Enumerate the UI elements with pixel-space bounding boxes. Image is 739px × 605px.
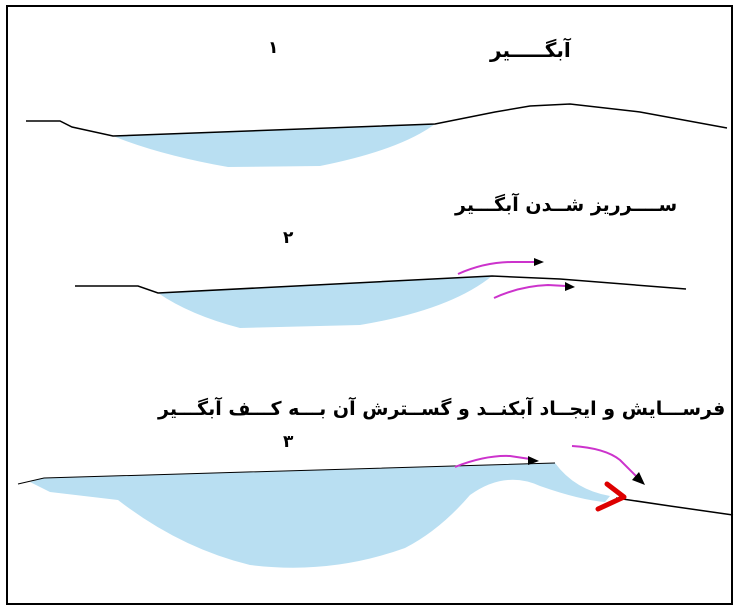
stage-2-title: ســــرریز شــدن آبگـــیر xyxy=(455,194,678,216)
stage-1-ground-line xyxy=(26,103,728,137)
stage-3-ground-line-right xyxy=(615,497,734,516)
stage-3-number: ٣ xyxy=(283,432,294,452)
stage-2-ground-line xyxy=(75,275,687,294)
stage-2-flow-arrow-upper xyxy=(457,261,535,275)
stage-3-arrow-head-right xyxy=(632,472,645,485)
stage-1-pond xyxy=(26,103,728,167)
stage-2-overflow xyxy=(75,258,687,328)
stage-3-title: فرســـایش و ایجــاد آبکنــد و گســترش آن… xyxy=(158,398,726,420)
erosion-headcut-mark xyxy=(595,481,627,512)
stage-2-arrow-head-upper xyxy=(534,258,544,266)
stage-3-flow-arrow-right xyxy=(571,445,639,479)
stage-2-arrow-head-lower xyxy=(565,282,575,291)
stage-2-number: ٢ xyxy=(283,228,294,248)
stage-2-flow-arrow-lower xyxy=(493,283,567,299)
stage-1-number: ١ xyxy=(268,38,279,58)
stage-3-ground-line xyxy=(17,462,556,485)
stage-3-flow-arrow-left xyxy=(454,454,531,468)
stage-1-title: آبگـــــیر xyxy=(490,38,571,62)
stage-3-erosion xyxy=(17,445,734,568)
stage-3-arrow-head-left xyxy=(528,456,539,465)
stage-1-water xyxy=(113,124,435,167)
stage-3-water xyxy=(30,463,610,568)
